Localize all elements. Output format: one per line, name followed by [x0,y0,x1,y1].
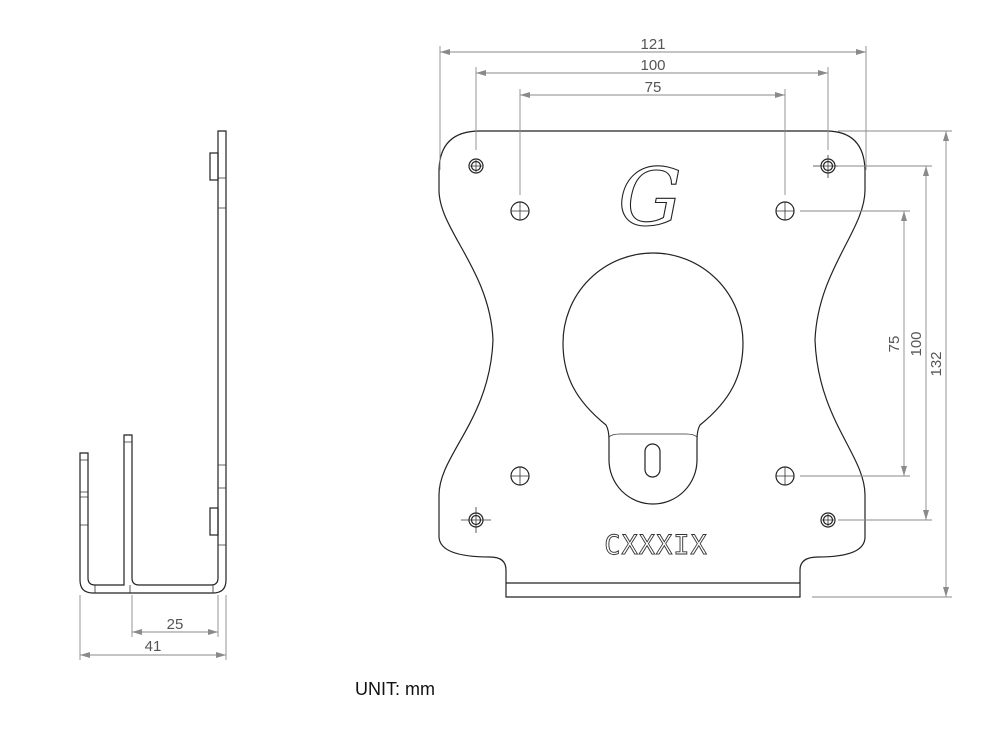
mount-hole [775,201,795,221]
outer-mounting-holes [461,155,843,533]
dim-inner-hole-spacing-v: 75 [886,336,903,353]
side-view: 25 41 [79,130,227,660]
side-tab-bottom [209,507,219,536]
dim-outer-hole-spacing-v: 100 [908,331,925,356]
dim-overall-depth: 41 [145,638,162,655]
side-profile-outer [79,130,227,594]
dim-inner-depth: 25 [167,616,184,633]
engraving-text: CXXXIX [604,530,708,561]
inner-mounting-holes [510,201,795,486]
front-view: G CXXXIX 121 100 75 75 100 [438,36,952,598]
mount-hole [775,466,795,486]
keyhole-cutout [562,252,744,505]
dim-overall-width: 121 [640,36,665,53]
dim-overall-height: 132 [928,351,945,376]
dim-inner-hole-spacing-h: 75 [645,79,662,96]
mount-hole [813,155,843,178]
unit-label: UNIT: mm [355,679,435,699]
plate-outline [438,130,866,598]
mount-hole [820,512,836,528]
mount-hole [468,158,484,174]
side-bend-lines [80,177,226,593]
keyhole-tab-line [608,433,698,438]
side-tab-top [209,152,219,181]
logo: G [618,151,682,244]
keyhole-slot [644,443,661,478]
dim-outer-hole-spacing-h: 100 [640,57,665,74]
mount-hole [510,466,530,486]
mount-hole [461,507,491,533]
extension-lines [439,46,952,598]
mount-hole [510,201,530,221]
